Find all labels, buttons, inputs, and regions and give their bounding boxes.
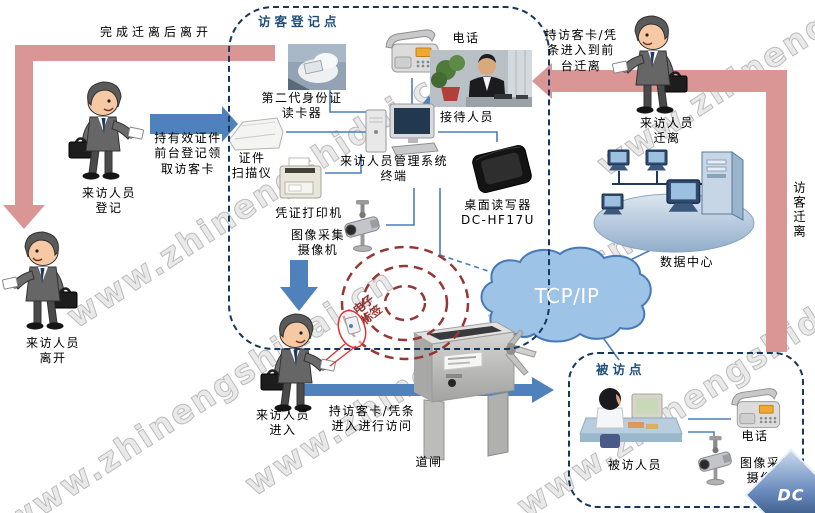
- visited-area-box: [568, 352, 804, 508]
- registration-area-box: [228, 6, 550, 350]
- visited-person-label: 被访人员: [607, 458, 662, 472]
- printer-label: 凭证打印机: [275, 206, 343, 220]
- person-visitor-leave: [1, 230, 79, 331]
- dc-logo-text: DC: [777, 485, 805, 505]
- rfid-signal-circles: [340, 245, 470, 361]
- phone-label: 电话: [452, 31, 480, 45]
- registration-area-title: 访客登记点: [258, 14, 341, 29]
- terminal-label: 来访人员管理系统 终端: [340, 154, 449, 184]
- flow-label-visitor-leave: 来访人员 离开: [25, 336, 80, 366]
- flow-label-enter-with-card: 持访客卡/凭条 进入进行访问: [328, 404, 416, 434]
- tcpip-label: TCP/IP: [534, 284, 600, 308]
- blue-arrow-down: [280, 260, 318, 311]
- person-visitor-register: [67, 80, 145, 181]
- flow-label-visitor-register: 来访人员 登记: [81, 186, 136, 216]
- flow-label-visitor-checkout: 来访人员 迁离: [639, 116, 694, 146]
- desktop-card-reader: [472, 145, 532, 193]
- camera-label: 图像采集 摄像机: [290, 228, 345, 258]
- pink-arrow-leave: [3, 45, 275, 229]
- person-visitor-checkout: [611, 14, 689, 115]
- visited-phone-label: 电话: [741, 429, 769, 443]
- receptionist-label: 接待人员: [439, 110, 494, 124]
- receptionist-photo: [430, 50, 532, 107]
- flow-label-visitor-checkout-side: 访客迁离: [791, 181, 806, 239]
- gate-label: 道闸: [415, 455, 443, 469]
- terminal-pc: [365, 103, 439, 156]
- visited-area-title: 被访点: [596, 362, 646, 377]
- connector-lines: [286, 78, 731, 448]
- id-reader-label: 第二代身份证 读卡器: [261, 91, 343, 121]
- scanner-label: 证件 扫描仪: [231, 151, 273, 181]
- pink-arrow-checkout: [532, 63, 787, 352]
- voucher-printer: [279, 157, 322, 199]
- flow-label-leave-after-checkout: 完成迁离后离开: [99, 25, 212, 39]
- document-scanner: [228, 117, 284, 151]
- flow-label-checkout-at-desk: 持访客卡/凭 条进入到前 台迁离: [544, 28, 618, 73]
- data-center: [593, 149, 755, 253]
- flow-label-visitor-enter: 来访人员 进入: [255, 408, 310, 438]
- blue-arrow-register: [150, 106, 238, 142]
- etag-callout: [325, 309, 367, 367]
- flow-label-register-with-id: 持有效证件 前台登记领 取访客卡: [154, 131, 222, 176]
- desk-reader-label: 桌面读写器 DC-HF17U: [461, 198, 535, 228]
- id-card-reader-photo: [288, 44, 346, 90]
- data-center-label: 数据中心: [659, 255, 714, 269]
- visited-person-desk-photo: [579, 388, 683, 448]
